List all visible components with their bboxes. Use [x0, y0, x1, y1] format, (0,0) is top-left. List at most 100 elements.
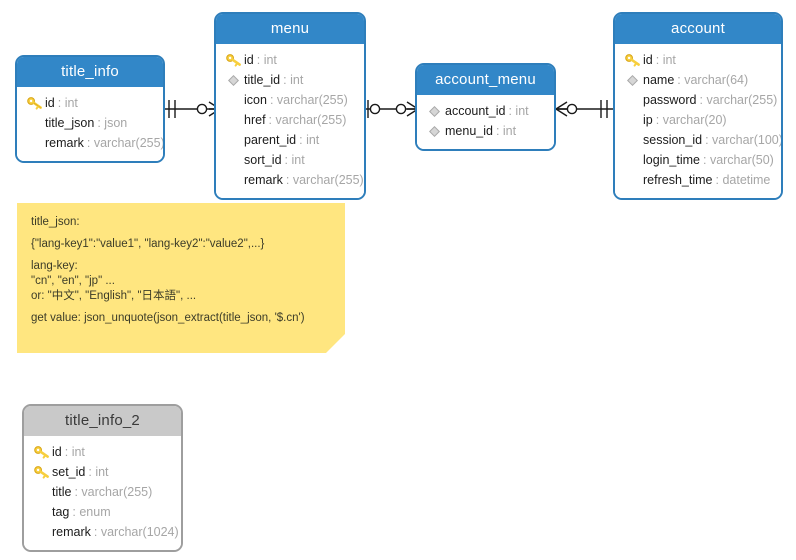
diamond-icon	[425, 103, 443, 119]
field-name: login_time	[643, 153, 700, 167]
field-type: : int	[299, 133, 320, 147]
field-type: : varchar(50)	[702, 153, 774, 167]
field-icon-none	[623, 132, 641, 148]
sticky-note-title_json[interactable]: title_json: {"lang-key1":"value1", "lang…	[17, 203, 345, 353]
field-type: : varchar(255)	[269, 93, 348, 107]
field-name: title_id	[244, 73, 281, 87]
field-name: account_id	[445, 104, 506, 118]
field-row[interactable]: tag : enum	[32, 502, 173, 522]
field-name: refresh_time	[643, 173, 713, 187]
diamond-icon	[224, 72, 242, 88]
field-name: id	[244, 53, 254, 67]
entity-account_menu-fields: account_id : int menu_id : int	[417, 95, 554, 149]
field-row[interactable]: title_id : int	[224, 70, 356, 90]
field-row[interactable]: title_json : json	[25, 113, 155, 133]
field-row[interactable]: id : int	[623, 50, 773, 70]
field-name: id	[643, 53, 653, 67]
field-icon-none	[623, 112, 641, 128]
field-name: name	[643, 73, 675, 87]
field-row[interactable]: password : varchar(255)	[623, 90, 777, 110]
field-icon-none	[224, 112, 242, 128]
key-icon	[623, 52, 641, 68]
field-type: : varchar(255)	[699, 93, 778, 107]
relationship-menu-account_menu[interactable]	[364, 94, 418, 124]
field-type: : int	[283, 73, 304, 87]
key-icon	[25, 95, 43, 111]
note-line: title_json:	[31, 216, 80, 228]
field-row[interactable]: remark : varchar(1024)	[32, 522, 179, 542]
field-row[interactable]: id : int	[224, 50, 356, 70]
field-type: : varchar(255)	[285, 173, 364, 187]
field-icon-none	[32, 504, 50, 520]
field-type: : datetime	[715, 173, 771, 187]
field-row[interactable]: icon : varchar(255)	[224, 90, 356, 110]
field-type: : int	[655, 53, 676, 67]
field-icon-none	[224, 132, 242, 148]
field-row[interactable]: set_id : int	[32, 462, 173, 482]
field-row[interactable]: name : varchar(64)	[623, 70, 773, 90]
entity-title_info_2[interactable]: title_info_2 id : int	[22, 404, 183, 552]
key-icon	[224, 52, 242, 68]
note-spacer	[31, 252, 331, 259]
field-name: remark	[52, 525, 91, 539]
field-row[interactable]: sort_id : int	[224, 150, 356, 170]
field-name: id	[52, 445, 62, 459]
field-type: : varchar(100)	[705, 133, 783, 147]
note-line: get value: json_unquote(json_extract(tit…	[31, 312, 305, 324]
entity-account_menu[interactable]: account_menu account_id : int menu_id	[415, 63, 556, 151]
field-name: title_json	[45, 116, 95, 130]
field-icon-none	[224, 92, 242, 108]
field-row[interactable]: parent_id : int	[224, 130, 356, 150]
field-row[interactable]: remark : varchar(255)	[25, 133, 163, 153]
field-name: ip	[643, 113, 653, 127]
entity-menu[interactable]: menu id : int	[214, 12, 366, 200]
field-icon-none	[25, 135, 43, 151]
field-type: : int	[64, 445, 85, 459]
field-row[interactable]: href : varchar(255)	[224, 110, 356, 130]
field-row[interactable]: title : varchar(255)	[32, 482, 173, 502]
field-type: : int	[88, 465, 109, 479]
relationship-title_info-menu[interactable]	[160, 94, 220, 124]
field-name: tag	[52, 505, 70, 519]
entity-menu-header: menu	[216, 14, 364, 44]
note-line: {"lang-key1":"value1", "lang-key2":"valu…	[31, 238, 265, 250]
field-row[interactable]: id : int	[32, 442, 173, 462]
note-line: "cn", "en", "jp" ...	[31, 275, 115, 287]
field-icon-none	[224, 152, 242, 168]
field-row[interactable]: login_time : varchar(50)	[623, 150, 774, 170]
entity-menu-fields: id : int title_id : int icon : varchar(2…	[216, 44, 364, 198]
field-type: : varchar(255)	[268, 113, 347, 127]
entity-title_info[interactable]: title_info id : int title_json	[15, 55, 165, 163]
entity-title_info-fields: id : int title_json : json remark : varc…	[17, 87, 163, 161]
field-row[interactable]: menu_id : int	[425, 121, 546, 141]
field-row[interactable]: remark : varchar(255)	[224, 170, 364, 190]
note-spacer	[31, 230, 331, 237]
note-line: lang-key:	[31, 260, 78, 272]
field-name: parent_id	[244, 133, 297, 147]
field-row[interactable]: refresh_time : datetime	[623, 170, 773, 190]
field-name: title	[52, 485, 72, 499]
note-spacer	[31, 304, 331, 311]
field-row[interactable]: ip : varchar(20)	[623, 110, 773, 130]
field-icon-none	[32, 484, 50, 500]
field-row[interactable]: session_id : varchar(100)	[623, 130, 781, 150]
note-fold-corner-icon	[326, 334, 345, 353]
field-row[interactable]: id : int	[25, 93, 155, 113]
entity-account_menu-header: account_menu	[417, 65, 554, 95]
field-type: : int	[256, 53, 277, 67]
key-icon	[32, 464, 50, 480]
entity-account[interactable]: account id : int	[613, 12, 783, 200]
entity-account-header: account	[615, 14, 781, 44]
key-icon	[32, 444, 50, 460]
relationship-account_menu-account[interactable]	[556, 94, 616, 124]
field-icon-none	[623, 152, 641, 168]
field-type: : json	[97, 116, 128, 130]
field-name: remark	[244, 173, 283, 187]
field-row[interactable]: account_id : int	[425, 101, 546, 121]
field-type: : varchar(20)	[655, 113, 727, 127]
field-name: session_id	[643, 133, 703, 147]
entity-title_info-header: title_info	[17, 57, 163, 87]
field-name: set_id	[52, 465, 86, 479]
field-type: : enum	[72, 505, 111, 519]
